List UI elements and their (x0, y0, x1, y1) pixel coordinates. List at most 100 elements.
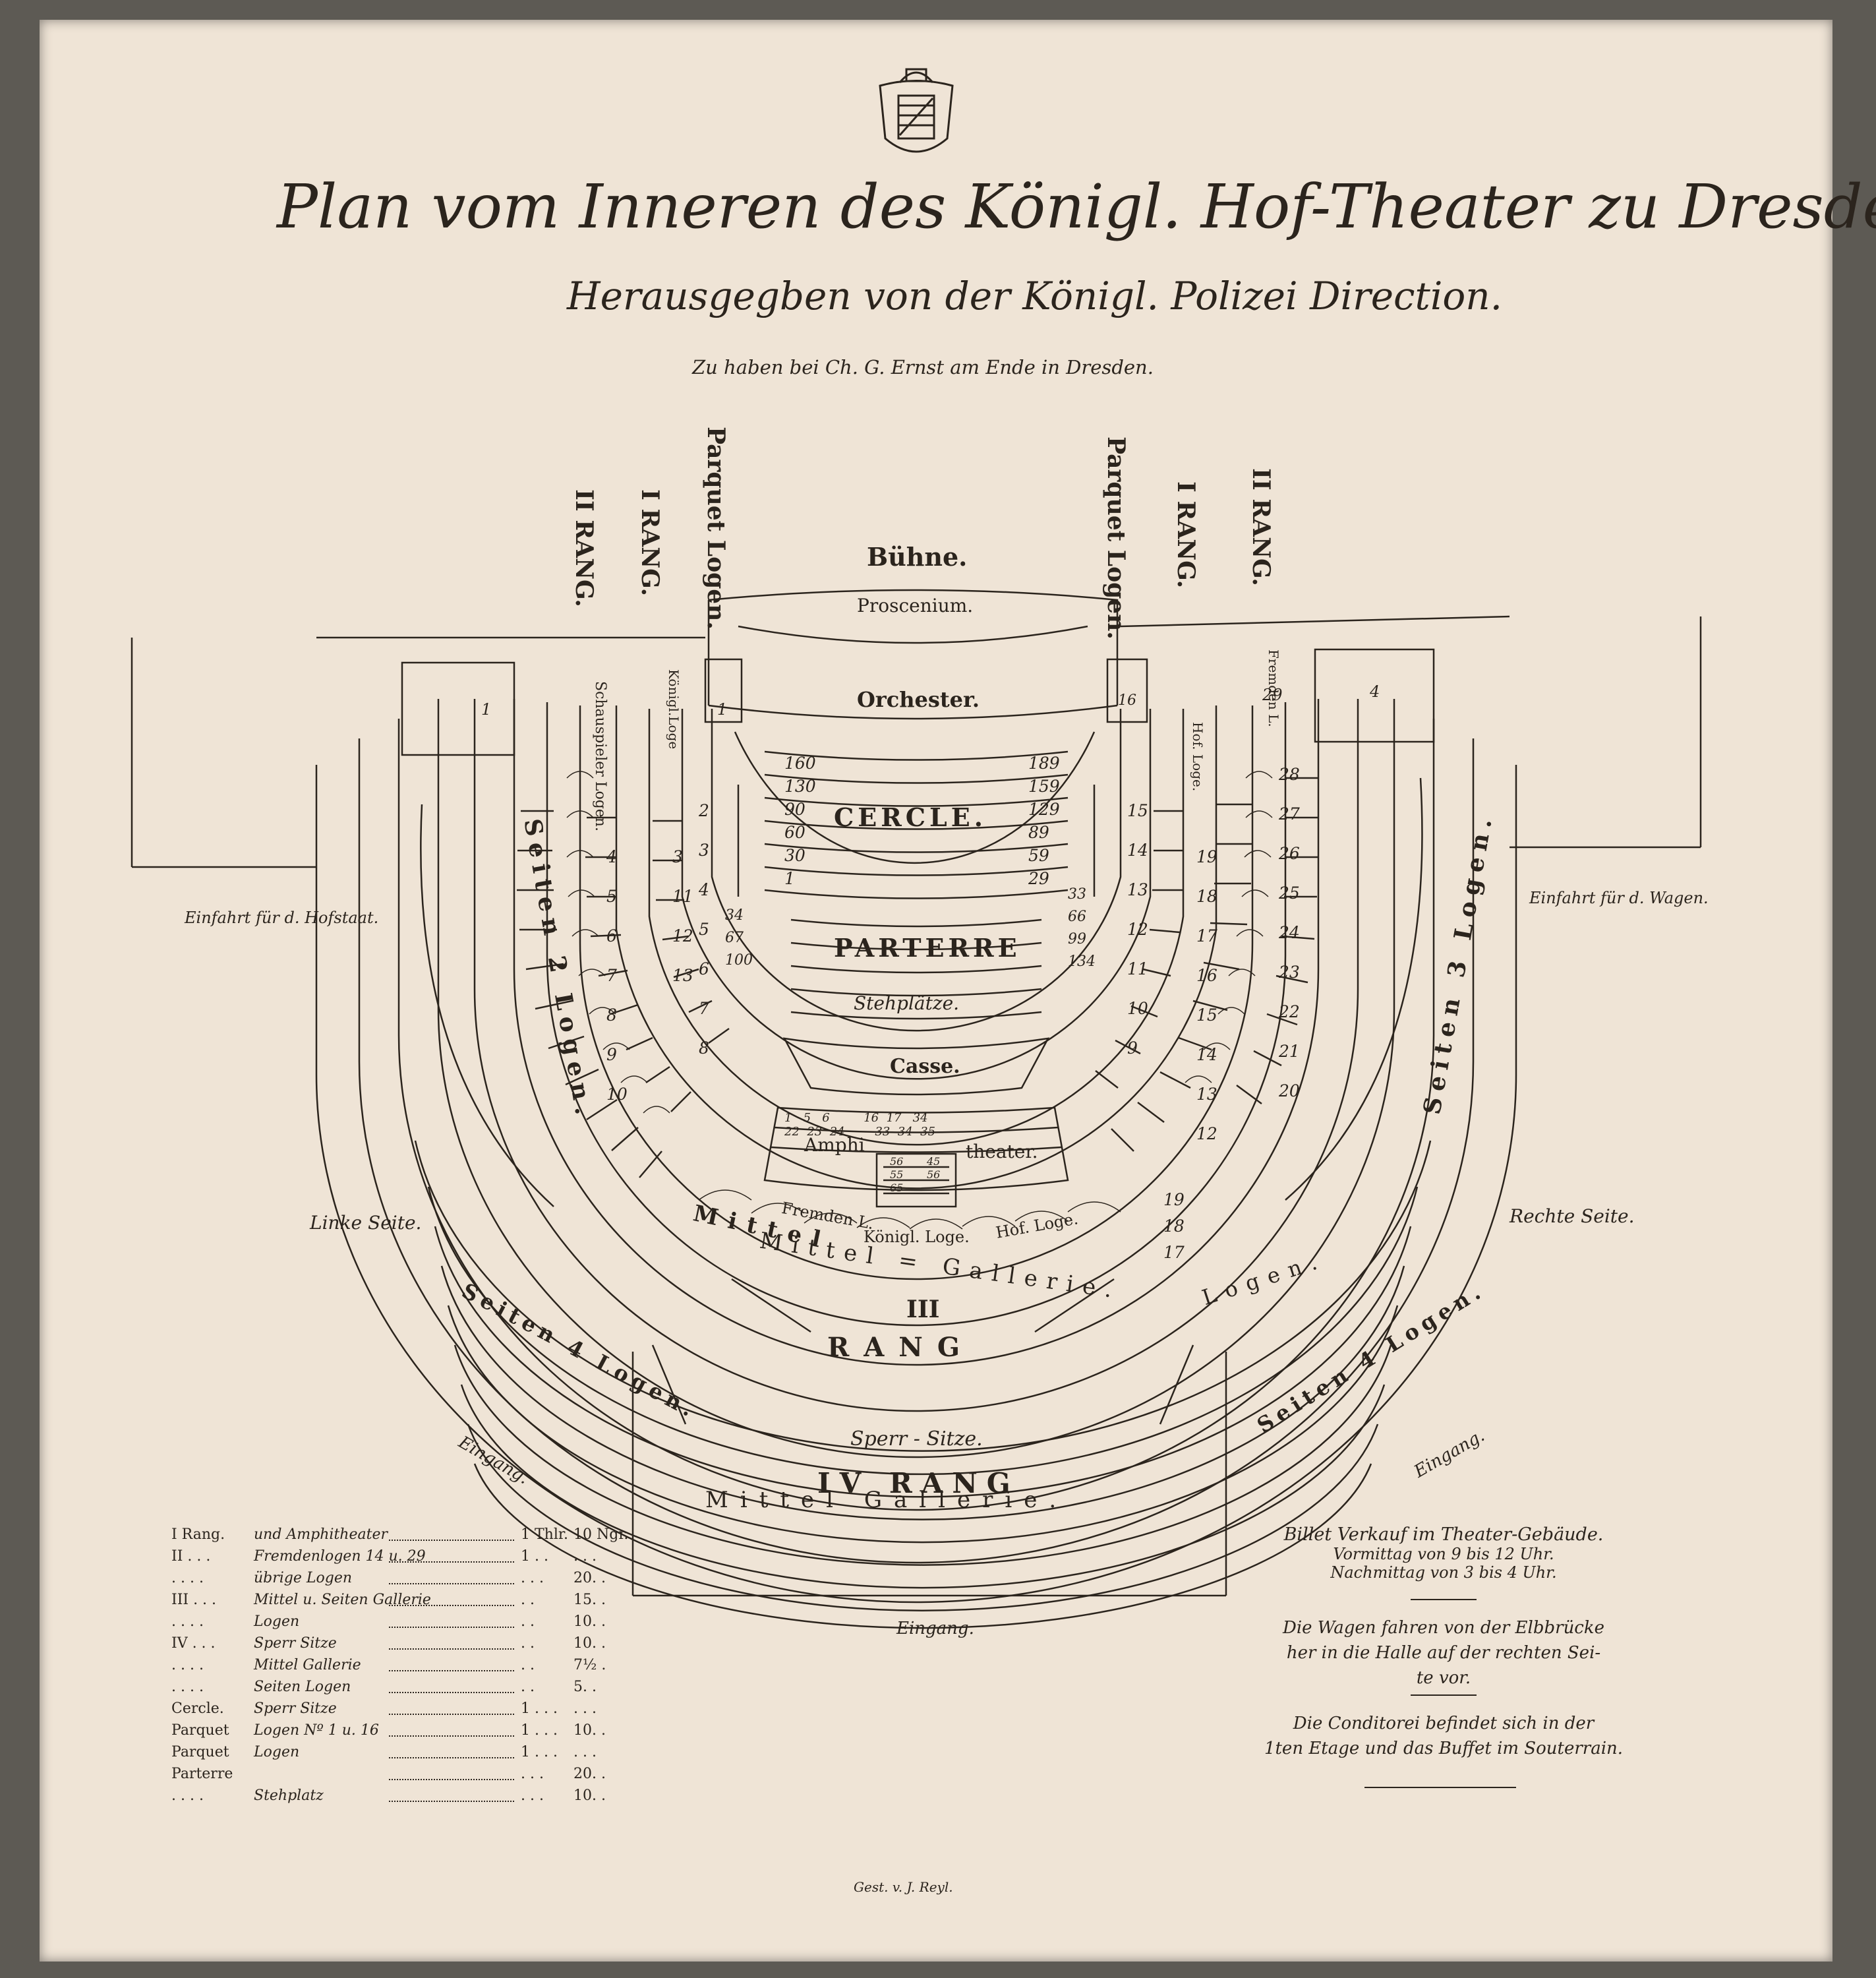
price-leader (389, 1627, 514, 1628)
label-orchester: Orchester. (857, 687, 980, 712)
price-item: Sperr Sitze (254, 1700, 337, 1717)
price-ngr: 15. . (573, 1592, 606, 1608)
page-title: Plan vom Inneren des Königl. Hof-Theater… (277, 171, 1876, 242)
note-billet: Billet Verkauf im Theater-Gebäude. Vormi… (1272, 1524, 1615, 1582)
label-left-rang1: I RANG. (636, 489, 664, 597)
tier-arcs (315, 699, 1517, 1629)
label-amphi: Amphi (804, 1134, 865, 1156)
label-sperr-sitze: Sperr - Sitze. (850, 1427, 983, 1451)
note-conditorei-line: 1ten Etage und das Buffet im Souterrain. (1264, 1739, 1624, 1758)
label-fremden-l-vert: Fremden L. (1266, 649, 1281, 727)
price-thlr: . . (521, 1657, 535, 1673)
note-wagen-line: Die Wagen fahren von der Elbbrücke (1282, 1618, 1605, 1638)
label-linke-seite: Linke Seite. (310, 1212, 422, 1234)
price-thlr: 1 . . . (521, 1744, 558, 1760)
price-leader (389, 1540, 514, 1541)
label-casse: Casse. (890, 1055, 960, 1078)
right-wall (1510, 616, 1702, 849)
box-separators (517, 777, 1318, 1178)
price-thlr: . . . (521, 1570, 544, 1586)
price-rang: . . . . (171, 1570, 204, 1586)
label-rang4: IV RANG (817, 1467, 1020, 1499)
price-row: III . . .Mittel u. Seiten Gallerie. .15.… (171, 1592, 686, 1613)
price-leader (389, 1670, 514, 1671)
amphitheater-area (763, 1106, 1069, 1191)
label-koenigl-loge-vert: Königl.Loge (666, 669, 682, 750)
price-rang: II . . . (171, 1548, 211, 1565)
price-thlr: . . (521, 1635, 535, 1652)
label-rang3: RANG (827, 1332, 974, 1363)
price-ngr: 10. . (573, 1722, 606, 1739)
price-thlr: 1 . . (521, 1548, 548, 1565)
price-row: . . . .Logen. .10. . (171, 1613, 686, 1635)
price-leader (389, 1648, 514, 1650)
divider (1364, 1787, 1516, 1788)
page-subtitle: Herausgegben von der Königl. Polizei Dir… (567, 274, 1503, 318)
note-conditorei-line: Die Conditorei befindet sich in der (1293, 1714, 1595, 1733)
price-ngr: . . . (573, 1744, 597, 1760)
price-rang: Parquet (171, 1722, 229, 1739)
price-item: Stehplatz (254, 1787, 324, 1804)
price-thlr: . . . (521, 1766, 544, 1782)
publisher-line: Zu haben bei Ch. G. Ernst am Ende in Dre… (692, 356, 1154, 378)
coat-of-arms-icon (879, 68, 954, 153)
label-eingang-bottom: Eingang. (896, 1619, 974, 1638)
box-1-left (401, 661, 515, 756)
label-schauspieler-logen: Schauspieler Logen. (592, 681, 608, 831)
left-wall (131, 638, 316, 868)
price-item: und Amphitheater (254, 1526, 388, 1543)
label-left-parquet: Parquet Logen. (702, 427, 730, 630)
label-cercle: CERCLE. (834, 802, 987, 832)
price-rang: III . . . (171, 1592, 217, 1608)
label-right-rang1: I RANG. (1172, 481, 1200, 589)
note-conditorei: Die Conditorei befindet sich in der 1ten… (1252, 1711, 1635, 1761)
price-item: übrige Logen (254, 1570, 353, 1586)
cercle-rows (764, 750, 1069, 899)
price-rang: . . . . (171, 1657, 204, 1673)
price-row: Parterre. . .20. . (171, 1766, 686, 1787)
price-ngr: 7½ . (573, 1657, 606, 1673)
price-rang: Parterre (171, 1766, 233, 1782)
price-thlr: . . (521, 1613, 535, 1630)
price-item: Logen Nº 1 u. 16 (254, 1722, 379, 1739)
label-rechte-seite: Rechte Seite. (1510, 1205, 1635, 1227)
price-thlr: 1 . . . (521, 1700, 558, 1717)
price-leader (389, 1583, 514, 1584)
price-leader (389, 1801, 514, 1802)
note-wagen-line: te vor. (1416, 1668, 1471, 1688)
price-ngr: 20. . (573, 1570, 606, 1586)
amphi-numbers: 1 5 6 16 17 34 22 23 24 33 34 35 (784, 1111, 936, 1139)
label-koenigl-loge: Königl. Loge. (864, 1228, 970, 1246)
divider (1411, 1599, 1477, 1600)
box-16 (1106, 658, 1148, 723)
price-rang: . . . . (171, 1787, 204, 1804)
note-billet-line: Billet Verkauf im Theater-Gebäude. (1283, 1524, 1604, 1545)
price-item: Logen (254, 1613, 300, 1630)
price-item: Seiten Logen (254, 1679, 351, 1695)
price-thlr: 1 . . . (521, 1722, 558, 1739)
proscenium-outline (707, 589, 1119, 705)
theatre-plan-drawing (131, 589, 1702, 1629)
price-ngr: . . . (573, 1548, 597, 1565)
box-4-right (1314, 648, 1435, 743)
label-right-rang2: II RANG. (1247, 468, 1275, 586)
price-leader (389, 1561, 514, 1563)
label-einfahrt-wagen: Einfahrt für d. Wagen. (1529, 889, 1709, 907)
label-buehne: Bühne. (867, 542, 968, 572)
price-leader (389, 1692, 514, 1693)
price-rang: I Rang. (171, 1526, 225, 1543)
box-16-label: 16 (1118, 692, 1136, 709)
price-ngr: 10. . (573, 1635, 606, 1652)
